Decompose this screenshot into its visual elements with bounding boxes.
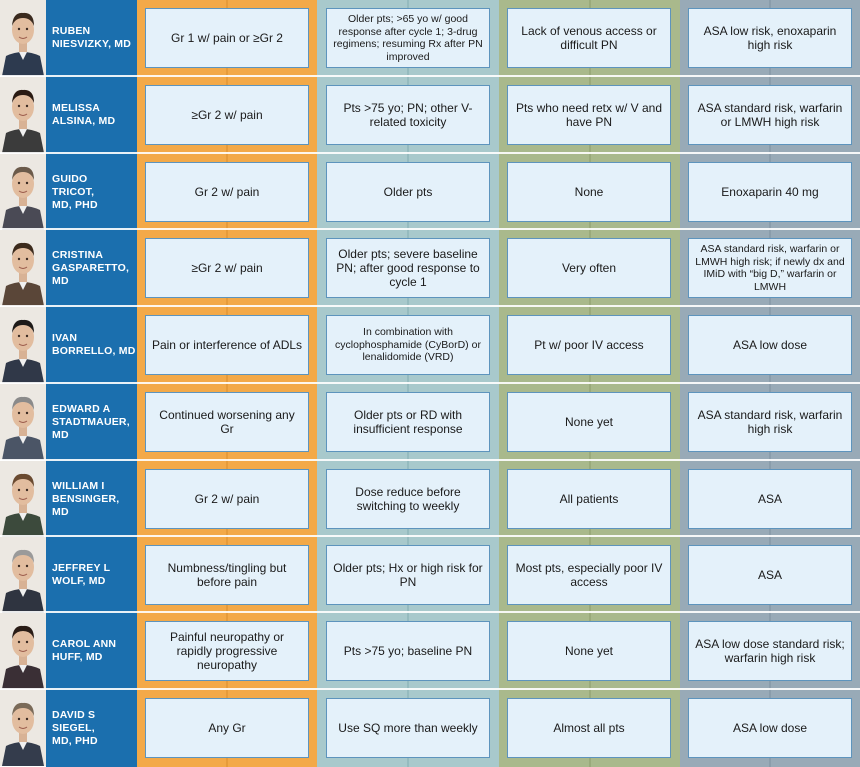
expert-photo (0, 690, 46, 766)
table-row: GUIDO TRICOT, MD, PHD Gr 2 w/ pain Older p… (0, 154, 860, 230)
cell-column-2: In combination with cyclophosphamide (Cy… (326, 315, 490, 375)
row-divider (0, 152, 860, 154)
table-row: WILLIAM I BENSINGER, MD Gr 2 w/ pain Dose … (0, 461, 860, 537)
cell-column-3: Most pts, especially poor IV access (507, 545, 671, 605)
cell-column-1: Pain or interference of ADLs (145, 315, 309, 375)
row-divider (0, 459, 860, 461)
row-divider (0, 688, 860, 690)
cell-column-1: Gr 2 w/ pain (145, 469, 309, 529)
cell-column-4: ASA standard risk, warfarin or LMWH high… (688, 238, 852, 298)
cell-column-4: ASA standard risk, warfarin high risk (688, 392, 852, 452)
table-row: IVAN BORRELLO, MD Pain or interference of… (0, 307, 860, 383)
cell-column-4: ASA low dose (688, 698, 852, 758)
expert-photo (0, 307, 46, 383)
row-divider (0, 611, 860, 613)
expert-name: IVAN BORRELLO, MD (52, 332, 136, 357)
cell-column-2: Use SQ more than weekly (326, 698, 490, 758)
cell-column-2: Older pts; >65 yo w/ good response after… (326, 8, 490, 68)
cell-column-3: Pt w/ poor IV access (507, 315, 671, 375)
cell-column-3: All patients (507, 469, 671, 529)
expert-photo (0, 0, 46, 76)
cell-column-1: Numbness/tingling but before pain (145, 545, 309, 605)
table-row: EDWARD A STADTMAUER, MD Continued worseni… (0, 384, 860, 460)
table-row: CRISTINA GASPARETTO, MD ≥Gr 2 w/ pain Olde… (0, 230, 860, 306)
row-divider (0, 75, 860, 77)
cell-column-1: Any Gr (145, 698, 309, 758)
cell-column-3: Lack of venous access or difficult PN (507, 8, 671, 68)
cell-column-2: Pts >75 yo; baseline PN (326, 621, 490, 681)
cell-column-4: ASA standard risk, warfarin or LMWH high… (688, 85, 852, 145)
cell-column-1: Gr 2 w/ pain (145, 162, 309, 222)
expert-photo (0, 613, 46, 689)
cell-column-4: ASA (688, 469, 852, 529)
expert-photo (0, 384, 46, 460)
row-divider (0, 228, 860, 230)
cell-column-3: Very often (507, 238, 671, 298)
table-row: MELISSA ALSINA, MD ≥Gr 2 w/ pain Pts >75 y… (0, 77, 860, 153)
expert-name: MELISSA ALSINA, MD (52, 102, 116, 127)
cell-column-1: Gr 1 w/ pain or ≥Gr 2 (145, 8, 309, 68)
table-row: RUBEN NIESVIZKY, MD Gr 1 w/ pain or ≥Gr 2… (0, 0, 860, 76)
expert-name: RUBEN NIESVIZKY, MD (52, 25, 132, 50)
expert-photo (0, 230, 46, 306)
cell-column-2: Older pts; Hx or high risk for PN (326, 545, 490, 605)
cell-column-1: ≥Gr 2 w/ pain (145, 85, 309, 145)
expert-photo (0, 154, 46, 230)
cell-column-2: Older pts (326, 162, 490, 222)
expert-name: DAVID S SIEGEL, MD, PHD (52, 708, 98, 747)
row-divider (0, 535, 860, 537)
table-row: DAVID S SIEGEL, MD, PHD Any Gr Use SQ more… (0, 690, 860, 766)
table-row: JEFFREY L WOLF, MD Numbness/tingling but … (0, 537, 860, 613)
cell-column-4: ASA low risk, enoxaparin high risk (688, 8, 852, 68)
cell-column-3: None yet (507, 621, 671, 681)
expert-photo (0, 77, 46, 153)
expert-name: CAROL ANN HUFF, MD (52, 638, 117, 663)
cell-column-4: Enoxaparin 40 mg (688, 162, 852, 222)
cell-column-2: Dose reduce before switching to weekly (326, 469, 490, 529)
cell-column-4: ASA (688, 545, 852, 605)
cell-column-4: ASA low dose (688, 315, 852, 375)
expert-name: WILLIAM I BENSINGER, MD (52, 479, 120, 518)
cell-column-1: Painful neuropathy or rapidly progressiv… (145, 621, 309, 681)
cell-column-3: Almost all pts (507, 698, 671, 758)
cell-column-3: None (507, 162, 671, 222)
cell-column-4: ASA low dose standard risk; warfarin hig… (688, 621, 852, 681)
cell-column-3: Pts who need retx w/ V and have PN (507, 85, 671, 145)
row-divider (0, 382, 860, 384)
expert-name: JEFFREY L WOLF, MD (52, 562, 111, 587)
cell-column-2: Older pts or RD with insufficient respon… (326, 392, 490, 452)
expert-photo (0, 537, 46, 613)
row-divider (0, 305, 860, 307)
expert-name: GUIDO TRICOT, MD, PHD (52, 172, 98, 211)
cell-column-2: Pts >75 yo; PN; other V-related toxicity (326, 85, 490, 145)
cell-column-3: None yet (507, 392, 671, 452)
expert-name: EDWARD A STADTMAUER, MD (52, 402, 130, 441)
expert-name: CRISTINA GASPARETTO, MD (52, 248, 130, 287)
table-row: CAROL ANN HUFF, MD Painful neuropathy or … (0, 613, 860, 689)
cell-column-2: Older pts; severe baseline PN; after goo… (326, 238, 490, 298)
cell-column-1: Continued worsening any Gr (145, 392, 309, 452)
cell-column-1: ≥Gr 2 w/ pain (145, 238, 309, 298)
expert-photo (0, 461, 46, 537)
